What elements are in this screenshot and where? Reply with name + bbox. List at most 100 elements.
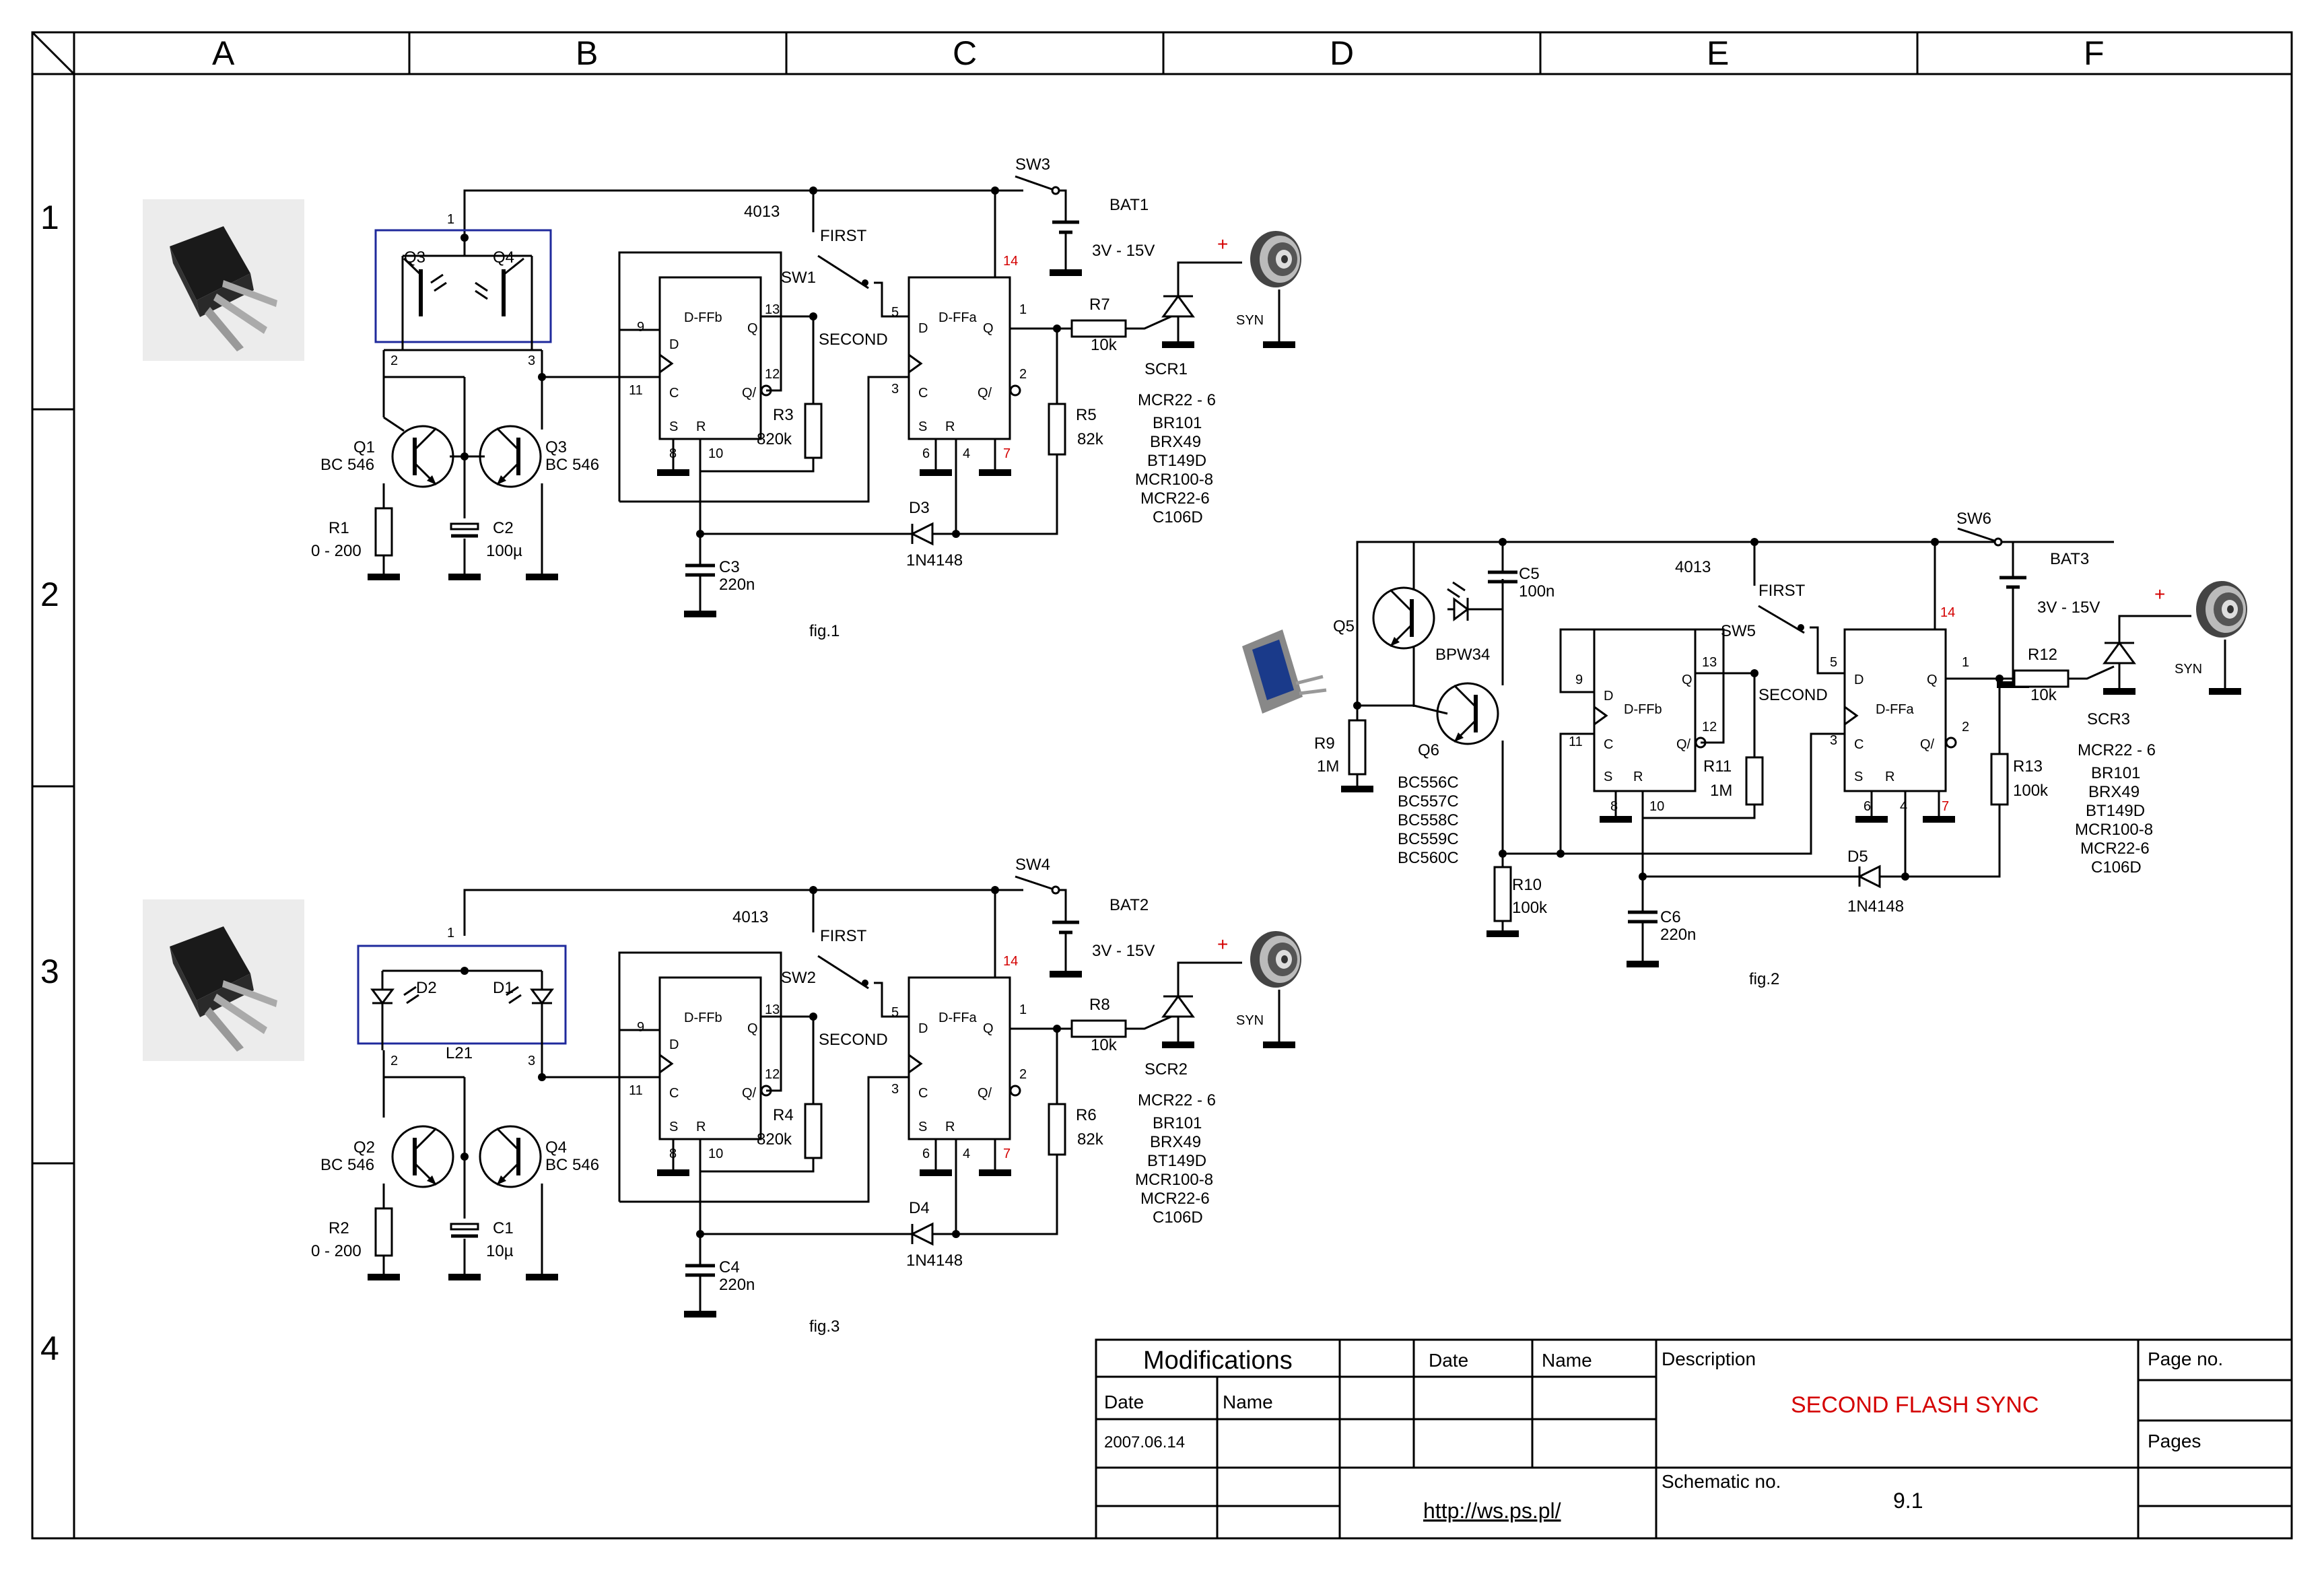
fig1-c3-value: 220n — [719, 576, 755, 594]
fig3-r6-value: 82k — [1077, 1130, 1104, 1149]
svg-text:S: S — [1604, 769, 1612, 784]
fig1-ic-label: 4013 — [744, 203, 780, 221]
svg-text:C: C — [669, 386, 679, 401]
fig2-pin-labels: 9 11 D C S R Q Q/ 13 12 8 10 5 3 D C S R… — [1569, 605, 1969, 814]
svg-text:8: 8 — [1610, 799, 1618, 814]
svg-text:7: 7 — [1003, 446, 1011, 461]
schematic-number-heading: Schematic no. — [1662, 1471, 1781, 1492]
fig1-second-label: SECOND — [819, 331, 888, 349]
svg-text:6: 6 — [1864, 799, 1871, 814]
fig1-c2-label: C2 — [493, 519, 514, 537]
svg-text:14: 14 — [1003, 954, 1018, 969]
fig2-c6-label: C6 — [1660, 908, 1681, 926]
svg-text:7: 7 — [1003, 1147, 1011, 1161]
fig2-c6-value: 220n — [1660, 926, 1696, 944]
fig2-c5-value: 100n — [1519, 582, 1554, 601]
svg-text:6: 6 — [922, 446, 930, 461]
svg-text:Q/: Q/ — [742, 1086, 757, 1101]
fig3-q2-label: Q2 — [353, 1138, 375, 1157]
flash-sync-connector-3 — [2196, 581, 2247, 638]
svg-text:12: 12 — [765, 367, 780, 382]
svg-text:MCR22-6: MCR22-6 — [2080, 840, 2150, 858]
fig2-q6-label: Q6 — [1418, 741, 1439, 759]
svg-text:4: 4 — [963, 446, 970, 461]
svg-text:1: 1 — [447, 212, 454, 227]
svg-text:Q: Q — [747, 1021, 758, 1036]
svg-text:D: D — [918, 321, 928, 336]
website-link[interactable]: http://ws.ps.pl/ — [1423, 1499, 1561, 1523]
svg-text:12: 12 — [1702, 720, 1717, 734]
svg-text:13: 13 — [765, 1002, 780, 1017]
fig1-bat-voltage: 3V - 15V — [1092, 242, 1155, 260]
fig2-first-label: FIRST — [1758, 582, 1806, 600]
svg-text:2: 2 — [1019, 1067, 1027, 1082]
svg-text:1: 1 — [447, 926, 454, 940]
fig3-ic-label: 4013 — [732, 908, 768, 926]
fig3-ffa-label: D-FFa — [938, 1011, 978, 1025]
fig1-q3-label: Q3 — [545, 438, 567, 456]
svg-text:BR101: BR101 — [1153, 414, 1202, 432]
column-label-e: E — [1707, 34, 1729, 72]
fig1-q1-label: Q1 — [353, 438, 375, 456]
svg-text:S: S — [669, 419, 678, 434]
svg-text:R: R — [945, 1120, 955, 1134]
fig2-c5-label: C5 — [1519, 565, 1540, 583]
fig1-r1-label: R1 — [329, 519, 349, 537]
fig1-r7-label: R7 — [1089, 296, 1110, 314]
fig3-d4-label: D4 — [909, 1199, 930, 1217]
flipflop-b — [658, 276, 772, 440]
svg-text:BC556C: BC556C — [1398, 774, 1459, 792]
flash-sync-connector-2 — [1250, 931, 1301, 988]
svg-text:Q/: Q/ — [742, 386, 757, 401]
fig1-d3-label: D3 — [909, 499, 930, 517]
svg-text:R: R — [945, 419, 955, 434]
fig2-circuit — [1242, 527, 2247, 964]
fig2-r9-label: R9 — [1314, 734, 1335, 753]
fig3-circuit — [357, 875, 1301, 1314]
fig3-pin-labels: 1 2 3 9 11 D C S R Q Q/ 13 12 8 10 5 3 D… — [390, 926, 1027, 1161]
row-label-2: 2 — [40, 576, 59, 613]
svg-text:5: 5 — [1830, 655, 1837, 670]
svg-text:MCR22 - 6: MCR22 - 6 — [1138, 1091, 1216, 1109]
svg-text:R: R — [696, 1120, 706, 1134]
svg-text:BR101: BR101 — [1153, 1114, 1202, 1132]
svg-text:2: 2 — [390, 353, 398, 368]
svg-text:BC559C: BC559C — [1398, 830, 1459, 848]
opto-sensor-photo — [143, 199, 304, 361]
fig1-plus-label: + — [1217, 234, 1228, 254]
svg-text:MCR22-6: MCR22-6 — [1140, 489, 1210, 508]
fig3-r6-label: R6 — [1076, 1106, 1097, 1124]
fig3-c4-label: C4 — [719, 1258, 740, 1276]
svg-text:S: S — [669, 1120, 678, 1134]
svg-text:BC557C: BC557C — [1398, 792, 1459, 811]
fig2-q6-types: BC556C BC557C BC558C BC559C BC560C — [1398, 774, 1459, 867]
row-label-3: 3 — [40, 953, 59, 990]
fig1-caption: fig.1 — [809, 622, 840, 640]
svg-text:7: 7 — [1942, 799, 1949, 814]
column-label-b: B — [576, 34, 598, 72]
approval-date-header: Date — [1429, 1350, 1468, 1371]
fig1-r3-value: 820k — [757, 430, 792, 448]
fig3-c1-label: C1 — [493, 1219, 514, 1237]
svg-text:C: C — [1854, 737, 1864, 752]
svg-text:3: 3 — [891, 382, 899, 397]
svg-text:MCR100-8: MCR100-8 — [2075, 821, 2153, 839]
fig1-pin-labels: 1 2 3 9 11 D C S R Q Q/ 13 12 8 10 5 3 D… — [390, 212, 1027, 461]
fig2-d5-label: D5 — [1847, 848, 1868, 866]
fig3-bat-voltage: 3V - 15V — [1092, 942, 1155, 960]
fig2-caption: fig.2 — [1749, 970, 1779, 988]
svg-text:S: S — [918, 419, 927, 434]
fig1-r5-value: 82k — [1077, 430, 1104, 448]
svg-text:BC558C: BC558C — [1398, 811, 1459, 829]
fig2-r13-label: R13 — [2013, 757, 2043, 776]
fig1-ffb-label: D-FFb — [684, 310, 722, 325]
svg-text:MCR22 - 6: MCR22 - 6 — [2078, 741, 2156, 759]
fig1-bat-label: BAT1 — [1109, 196, 1149, 214]
fig3-q4-type: BC 546 — [545, 1156, 599, 1174]
svg-text:2: 2 — [1019, 367, 1027, 382]
fig2-bat-label: BAT3 — [2050, 550, 2089, 568]
svg-text:13: 13 — [765, 302, 780, 317]
sheet-border — [31, 31, 2293, 1540]
svg-text:C: C — [1604, 737, 1613, 752]
svg-text:3: 3 — [528, 353, 535, 368]
